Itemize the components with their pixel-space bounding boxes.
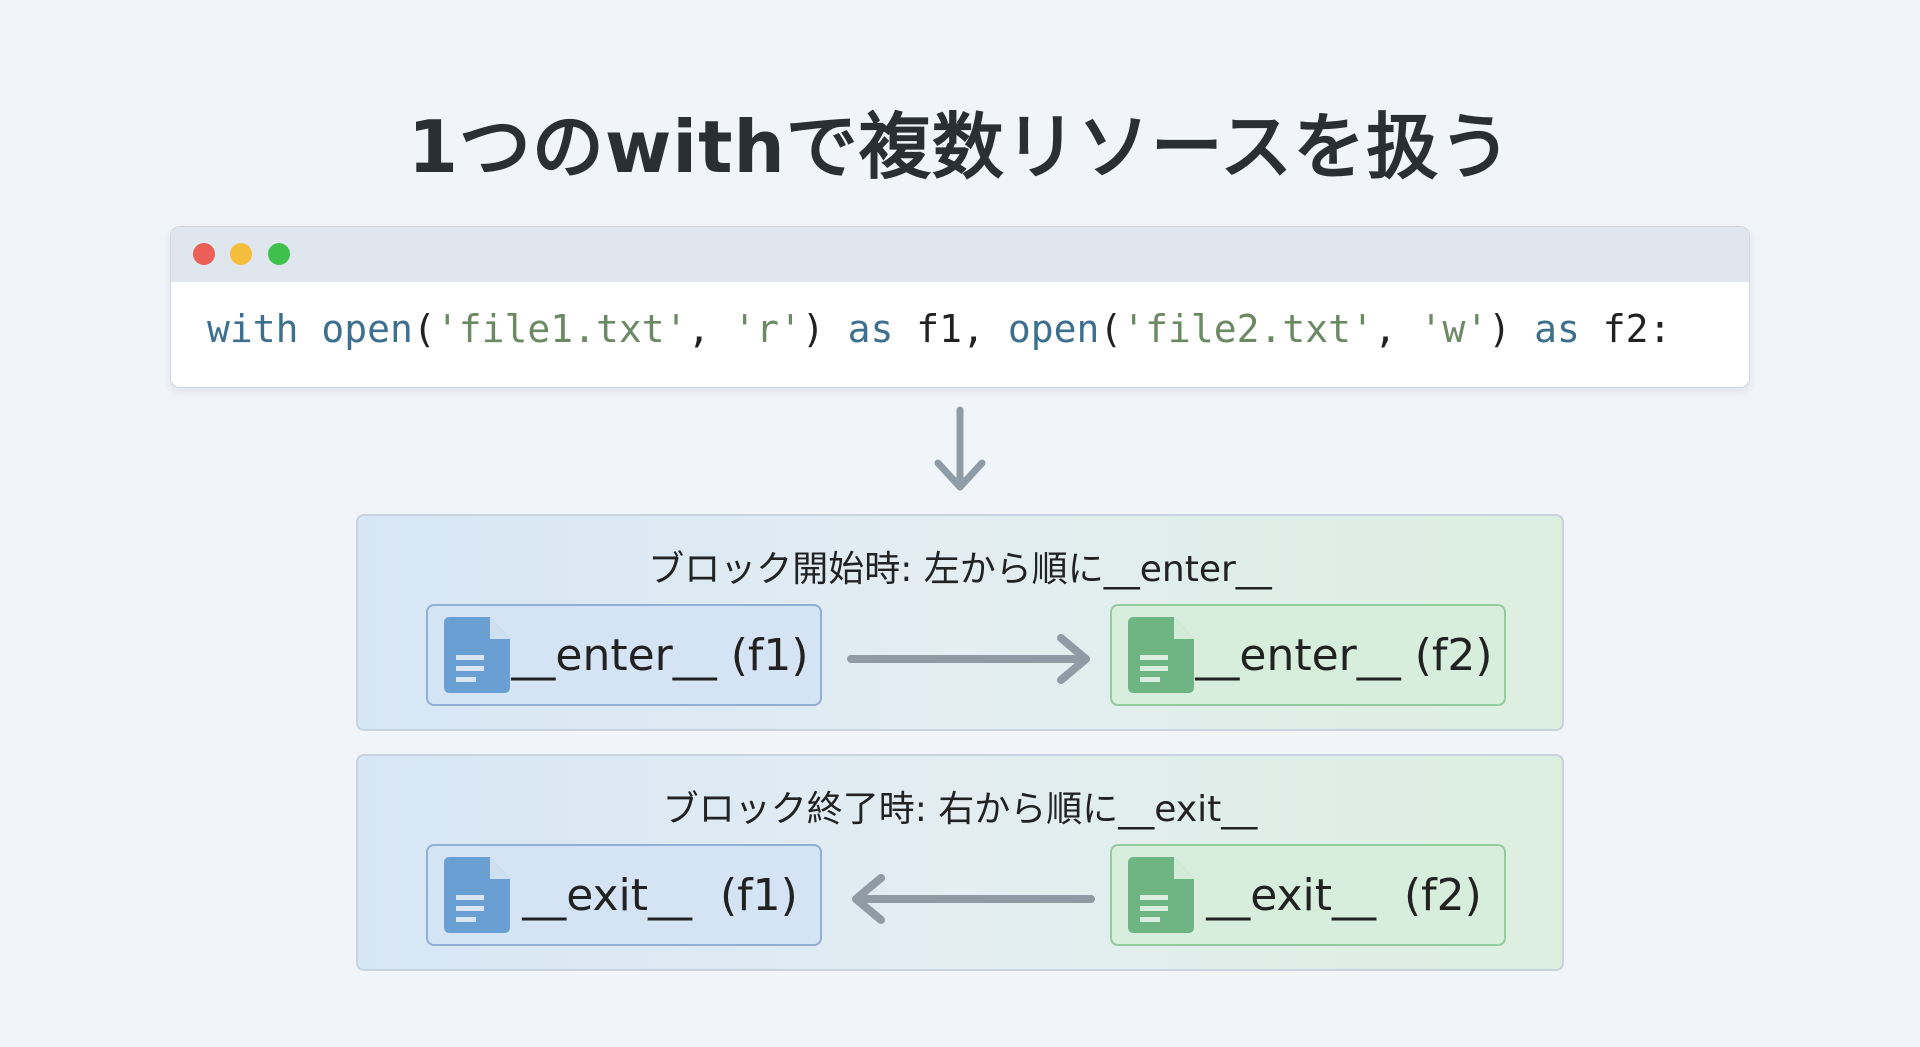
code-string: 'w' [1419,307,1489,351]
enter-f2-box: __enter__ (f2) [1110,604,1506,706]
code-text: f2: [1579,307,1672,351]
arrow-right-icon [847,634,1090,684]
arrow-down-icon [934,406,986,491]
code-text: ( [1099,307,1123,351]
close-dot-icon [193,243,215,265]
code-text: , [1373,307,1420,351]
enter-panel-label: ブロック開始時: 左から順に__enter__ [648,549,1272,590]
exit-f2-label: __exit__ (f2) [1206,869,1482,921]
code-text: ) [801,307,848,351]
enter-f1-label: __enter__ (f1) [511,629,809,681]
minimize-dot-icon [230,243,252,265]
code-text: f1, [893,307,1008,351]
window-titlebar [171,227,1749,282]
code-keyword: with [207,307,299,351]
exit-f1-box: __exit__ (f1) [426,844,822,946]
exit-panel-label: ブロック終了時: 右から順に__exit__ [662,789,1258,830]
code-text: ) [1488,307,1535,351]
code-string: 'r' [733,307,802,351]
page-title: 1つのwithで複数リソースを扱う [407,105,1513,189]
document-icon [444,617,510,693]
exit-f2-box: __exit__ (f2) [1110,844,1506,946]
arrow-left-icon [852,874,1095,924]
code-text [299,307,322,351]
code-keyword: open [321,307,413,351]
code-line: with open('file1.txt', 'r') as f1, open(… [207,307,1671,351]
document-icon [444,857,510,933]
enter-f1-box: __enter__ (f1) [426,604,822,706]
code-text: , [687,307,734,351]
code-text: ( [412,307,436,351]
code-string: 'file1.txt' [435,307,688,351]
code-keyword: open [1007,307,1100,351]
maximize-dot-icon [268,243,290,265]
exit-f1-label: __exit__ (f1) [522,869,798,921]
document-icon [1128,617,1194,693]
enter-panel: ブロック開始時: 左から順に__enter__ __enter__ (f1) _… [356,514,1564,731]
code-keyword: as [1534,307,1580,351]
code-string: 'file2.txt' [1122,307,1374,351]
document-icon [1128,857,1194,933]
code-window: with open('file1.txt', 'r') as f1, open(… [170,226,1750,388]
exit-panel: ブロック終了時: 右から順に__exit__ __exit__ (f1) __e… [356,754,1564,971]
enter-f2-label: __enter__ (f2) [1195,629,1493,681]
code-keyword: as [847,307,894,351]
